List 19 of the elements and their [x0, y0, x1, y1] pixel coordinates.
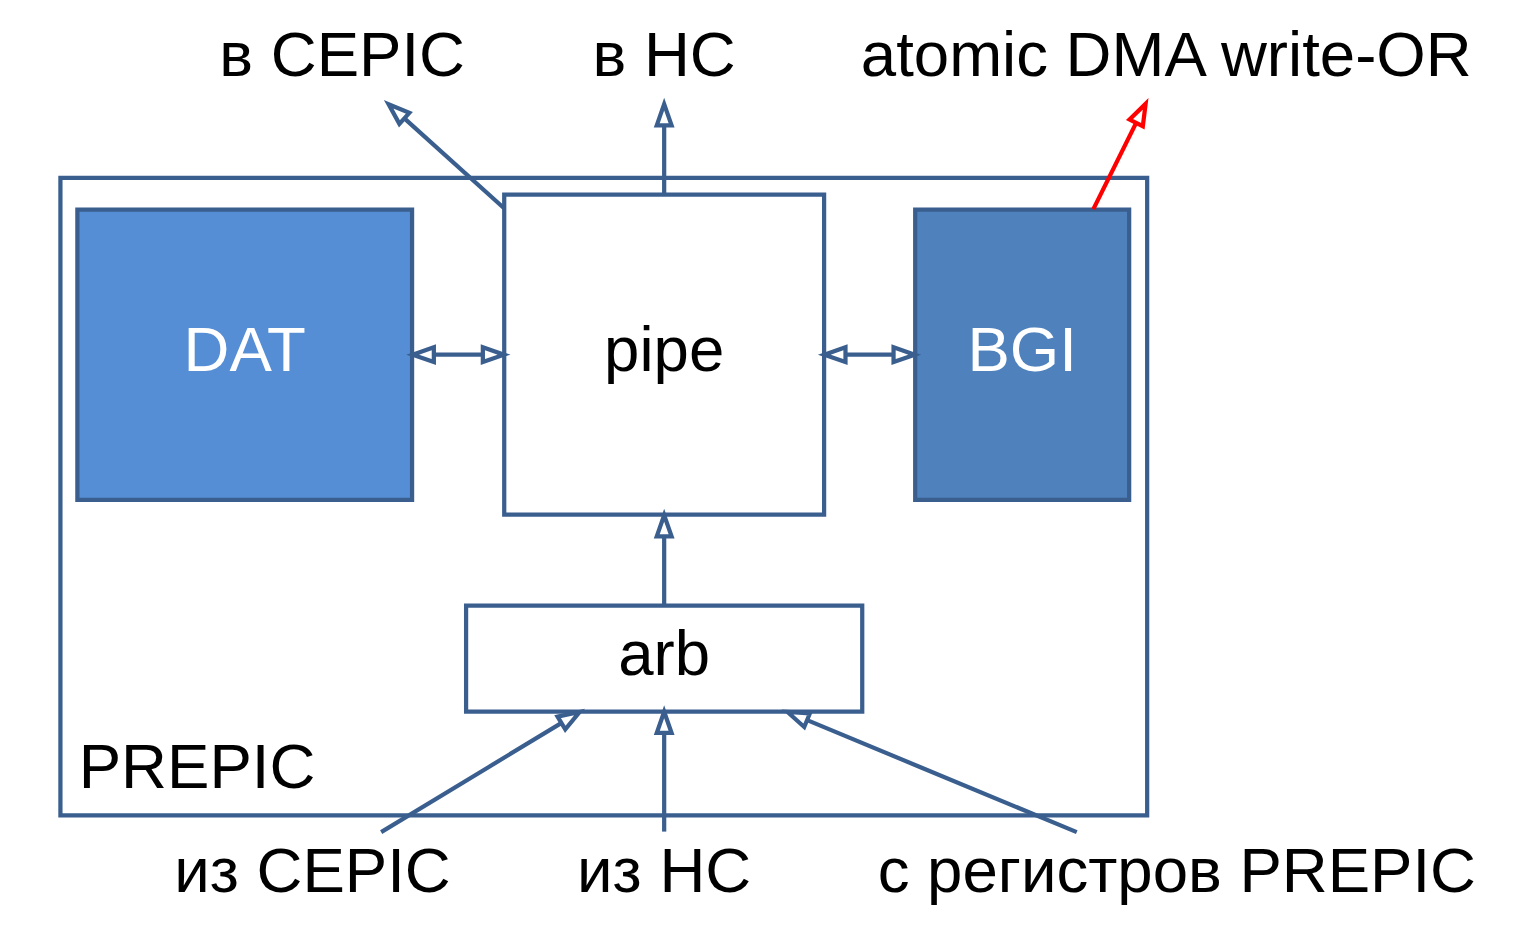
node-box: pipe — [502, 192, 827, 517]
node-text: в НС — [592, 18, 736, 90]
node-text: в CEPIC — [219, 18, 465, 90]
arrow — [817, 344, 922, 366]
arrow — [406, 344, 511, 366]
arrow — [781, 709, 1078, 835]
arrow — [380, 708, 586, 834]
node-text: из CEPIC — [174, 833, 451, 905]
arrow — [653, 705, 675, 832]
node-text: с регистров PREPIC — [877, 833, 1476, 905]
node-text: atomic DMA write-OR — [860, 18, 1472, 90]
node-box: DAT — [75, 207, 415, 502]
arrow — [653, 97, 675, 195]
node-box: BGI — [913, 207, 1132, 502]
arrow — [383, 99, 506, 210]
node-text: из НС — [577, 833, 752, 905]
node-box: arb — [464, 603, 865, 714]
arrow — [653, 508, 675, 606]
arrow — [1091, 98, 1149, 211]
